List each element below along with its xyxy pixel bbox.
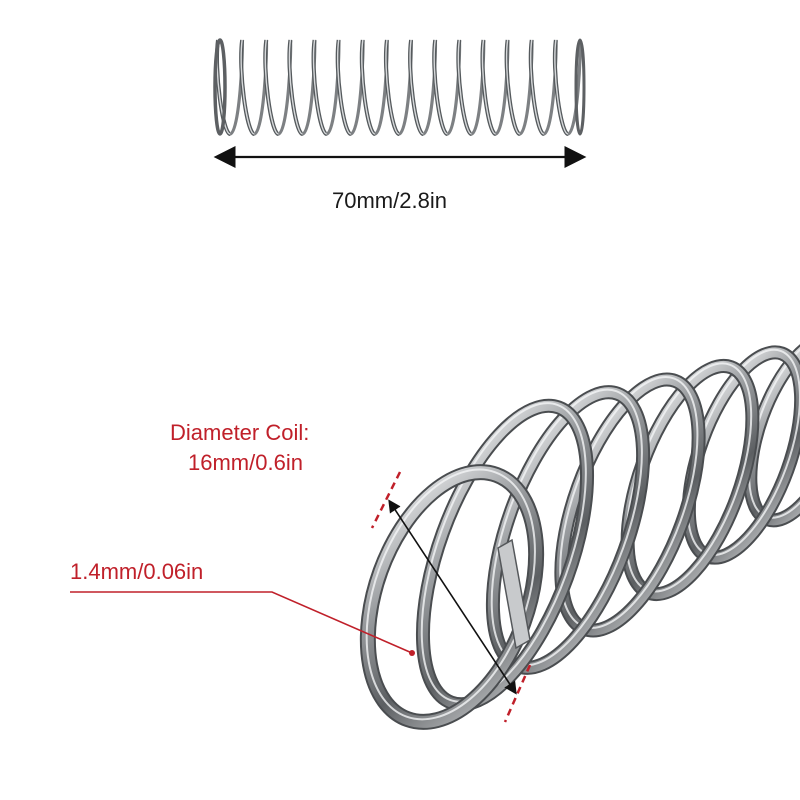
small-coil-highlight <box>457 39 472 135</box>
length-label: 70mm/2.8in <box>332 188 447 213</box>
small-coil-highlight <box>336 39 352 135</box>
small-coil-highlight <box>288 39 303 135</box>
small-coil-highlight <box>264 39 279 135</box>
diameter-dash-top <box>370 471 402 529</box>
wire-leader-line <box>70 591 413 654</box>
small-coil-highlight <box>505 39 521 135</box>
small-coil-highlight <box>409 39 424 135</box>
small-coil-highlight <box>361 39 376 135</box>
diameter-arrow <box>388 499 517 695</box>
small-coil-highlight <box>433 39 448 135</box>
small-coil-highlight <box>554 39 569 135</box>
small-coil-highlight <box>385 39 400 135</box>
small-coil-highlight <box>481 39 496 135</box>
small-spring-end-right <box>574 38 586 136</box>
small-coil-highlight <box>240 39 255 135</box>
coil-diameter-label: Diameter Coil: <box>170 420 310 445</box>
small-spring <box>213 38 586 136</box>
wire-leader-dot <box>409 650 415 656</box>
wire-diameter-label: 1.4mm/0.06in <box>70 559 204 584</box>
small-coil-highlight <box>312 39 328 135</box>
diameter-dash-bottom <box>503 664 532 723</box>
large-spring <box>359 332 800 730</box>
small-spring-end-left <box>213 38 227 136</box>
small-coil-highlight <box>530 39 545 135</box>
coil-diameter-value: 16mm/0.6in <box>188 450 303 475</box>
small-coil-back <box>566 39 582 136</box>
